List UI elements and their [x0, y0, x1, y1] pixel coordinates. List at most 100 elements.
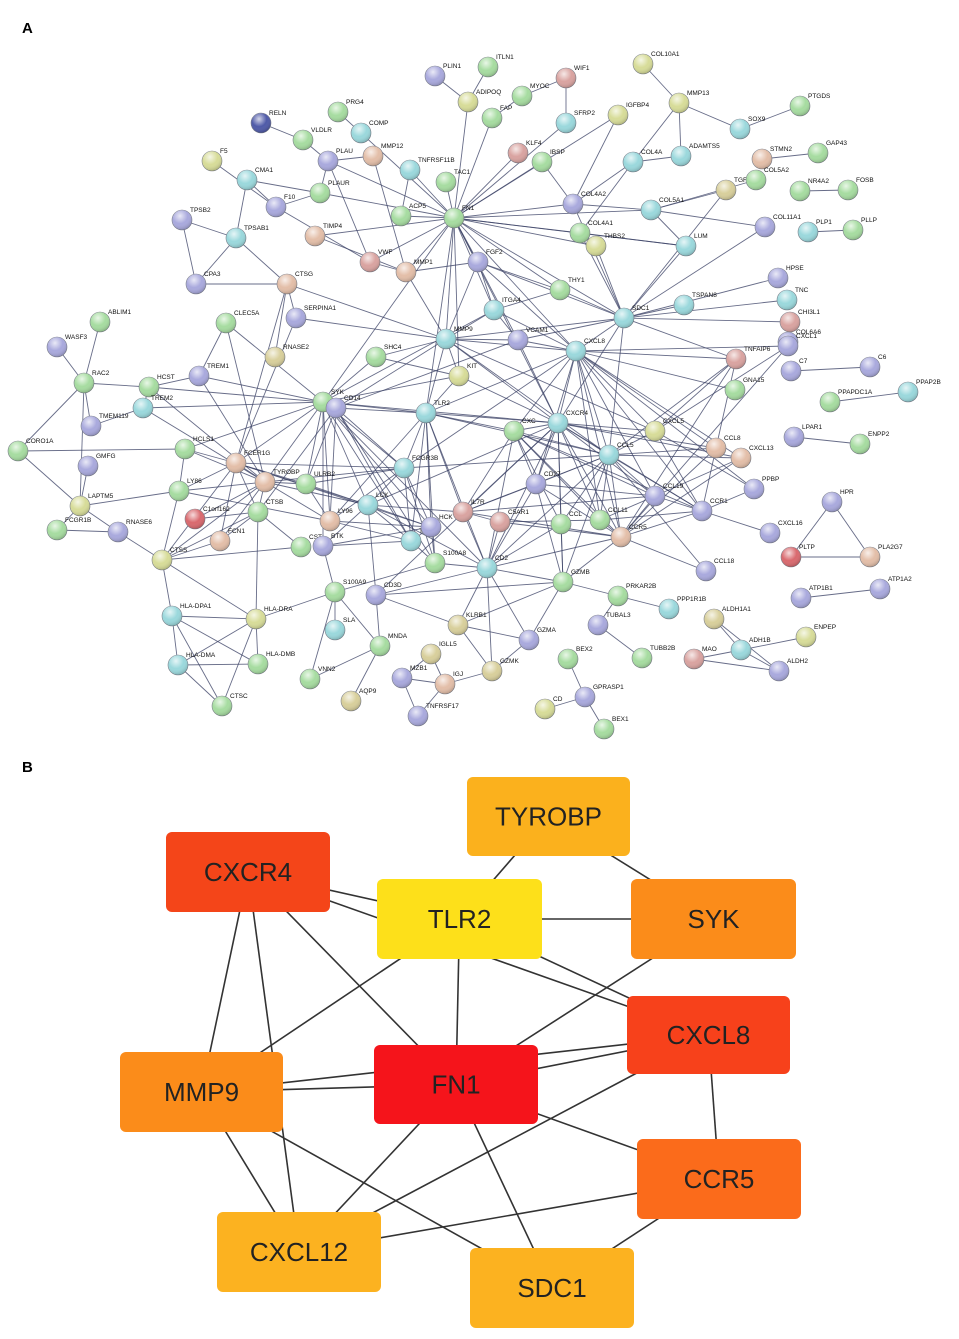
node-col5a1[interactable]: COL5A1: [640, 197, 684, 221]
node-lum[interactable]: LUM: [675, 233, 708, 257]
node-hck[interactable]: HCK: [420, 514, 453, 538]
node-il7r[interactable]: IL7R: [452, 499, 485, 523]
node-plin1[interactable]: PLIN1: [424, 63, 461, 87]
node-myoc[interactable]: MYOC: [511, 83, 550, 107]
node-gzma[interactable]: GZMA: [518, 627, 556, 651]
node-coro1a[interactable]: CORO1A: [7, 438, 54, 462]
node-cd2[interactable]: CD2: [476, 555, 508, 579]
hub-node-tyrobp[interactable]: TYROBP: [467, 777, 630, 856]
node-cpa3[interactable]: CPA3: [185, 271, 221, 295]
node-c1orf162[interactable]: C1orf162: [184, 506, 230, 530]
node-mnda[interactable]: MNDA: [369, 633, 408, 657]
node-acp5[interactable]: ACP5: [390, 203, 426, 227]
node-tnfaip6[interactable]: TNFAIP6: [725, 346, 771, 370]
node-serpina1[interactable]: SERPINA1: [285, 305, 337, 329]
node-igll5[interactable]: IGLL5: [420, 641, 457, 665]
node-ctsc[interactable]: CTSC: [211, 693, 248, 717]
node-ptgds[interactable]: PTGDS: [789, 93, 831, 117]
node-cd27[interactable]: CD27: [525, 471, 561, 495]
node-tgfbi[interactable]: TGFBI: [715, 177, 753, 201]
node-mzb1[interactable]: MZB1: [391, 665, 428, 689]
node-pla2g7[interactable]: PLA2G7: [859, 544, 903, 568]
node-cxcl5[interactable]: CXCL5: [644, 418, 684, 442]
node-sfrp2[interactable]: SFRP2: [555, 110, 595, 134]
node-tmem119[interactable]: TMEM119: [80, 413, 129, 437]
node-atp1b1[interactable]: ATP1B1: [790, 585, 833, 609]
node-s100a8[interactable]: S100A8: [424, 550, 467, 574]
node-hla-dra[interactable]: HLA-DRA: [245, 606, 293, 630]
node-thy1[interactable]: THY1: [549, 277, 585, 301]
node-tubal3[interactable]: TUBAL3: [587, 612, 631, 636]
node-igj[interactable]: IGJ: [434, 671, 463, 695]
node-gprasp1[interactable]: GPRASP1: [574, 684, 624, 708]
node-gzmk[interactable]: GZMK: [481, 658, 519, 682]
node-pltp[interactable]: PLTP: [780, 544, 815, 568]
node-aqp9[interactable]: AQP9: [340, 688, 377, 712]
node-vnn2[interactable]: VNN2: [299, 666, 336, 690]
node-cxc[interactable]: CXC: [503, 418, 536, 442]
node-clec5a[interactable]: CLEC5A: [215, 310, 260, 334]
node-rnase2[interactable]: RNASE2: [264, 344, 309, 368]
node-f5[interactable]: F5: [201, 148, 228, 172]
node-tubb2b[interactable]: TUBB2B: [631, 645, 675, 669]
node-cxcr4[interactable]: CXCR4: [547, 410, 588, 434]
node-ppap2b[interactable]: PPAP2B: [897, 379, 941, 403]
node-c5ar1[interactable]: C5AR1: [489, 509, 529, 533]
node-pllp[interactable]: PLLP: [842, 217, 877, 241]
hub-node-mmp9[interactable]: MMP9: [120, 1052, 283, 1132]
node-timp4[interactable]: TIMP4: [304, 223, 343, 247]
node-col4a1[interactable]: COL4A1: [569, 220, 613, 244]
node-hpse[interactable]: HPSE: [767, 265, 804, 289]
node-laptm5[interactable]: LAPTM5: [69, 493, 114, 517]
node-ly96[interactable]: LY96: [319, 508, 353, 532]
node-col4a[interactable]: COL4A: [622, 149, 663, 173]
node-tlr2[interactable]: TLR2: [415, 400, 450, 424]
node-klrb1[interactable]: KLRB1: [447, 612, 487, 636]
node-tac1[interactable]: TAC1: [435, 169, 471, 193]
node-col11a1[interactable]: COL11A1: [754, 214, 801, 238]
node-rac2[interactable]: RAC2: [73, 370, 110, 394]
node-stmn2[interactable]: STMN2: [751, 146, 792, 170]
node-itga4[interactable]: ITGA4: [483, 297, 521, 321]
node-comp[interactable]: COMP: [350, 120, 389, 144]
node-ccl5[interactable]: CCL5: [598, 442, 634, 466]
node-lpar1[interactable]: LPAR1: [783, 424, 822, 448]
node-f10[interactable]: F10: [265, 194, 296, 218]
hub-node-tlr2[interactable]: TLR2: [377, 879, 542, 959]
node-mmp13[interactable]: MMP13: [668, 90, 710, 114]
hub-node-ccr5[interactable]: CCR5: [637, 1139, 801, 1219]
node-mmp12[interactable]: MMP12: [362, 143, 404, 167]
node-tnfrsf11b[interactable]: TNFRSF11B: [399, 157, 455, 181]
node-tnc[interactable]: TNC: [776, 287, 809, 311]
node-thbs2[interactable]: THBS2: [585, 233, 625, 257]
node-sla[interactable]: SLA: [324, 617, 356, 641]
node-ccl11[interactable]: CCL11: [589, 507, 628, 531]
node-chi3l1[interactable]: CHI3L1: [779, 309, 820, 333]
node-mmp1[interactable]: MMP1: [395, 259, 433, 283]
node-cxcl16[interactable]: CXCL16: [759, 520, 803, 544]
node-hpr[interactable]: HPR: [821, 489, 854, 513]
node-tpsb2[interactable]: TPSB2: [171, 207, 211, 231]
node-ctsg[interactable]: CTSG: [276, 271, 313, 295]
node-ulrb2[interactable]: ULRB2: [295, 471, 335, 495]
node-kit[interactable]: KIT: [448, 363, 477, 387]
node-prkar2b[interactable]: PRKAR2B: [607, 583, 656, 607]
node-trem2[interactable]: TREM2: [132, 395, 173, 419]
node-ccr5[interactable]: CCR5: [610, 524, 647, 548]
hub-node-cxcr4[interactable]: CXCR4: [166, 832, 330, 912]
node-s100a9[interactable]: S100A9: [324, 579, 367, 603]
node-tspan8[interactable]: TSPAN8: [673, 292, 717, 316]
node-ablim1[interactable]: ABLIM1: [89, 309, 132, 333]
node-cxcl1[interactable]: CXCL1: [777, 333, 817, 357]
node-bex1[interactable]: BEX1: [593, 716, 629, 740]
node-ccl19[interactable]: CCL19: [644, 483, 684, 507]
node-sox9[interactable]: SOX9: [729, 116, 766, 140]
node-ccl[interactable]: CCL: [550, 511, 582, 535]
node-hla-dma[interactable]: HLA-DMA: [167, 652, 216, 676]
node-reln[interactable]: RELN: [250, 110, 287, 134]
node-bex2[interactable]: BEX2: [557, 646, 593, 670]
node-adipoq[interactable]: ADIPOQ: [457, 89, 501, 113]
node-ccl18[interactable]: CCL18: [695, 558, 735, 582]
node-plaur[interactable]: PLAUR: [309, 180, 350, 204]
node-gzmb[interactable]: GZMB: [552, 569, 590, 593]
